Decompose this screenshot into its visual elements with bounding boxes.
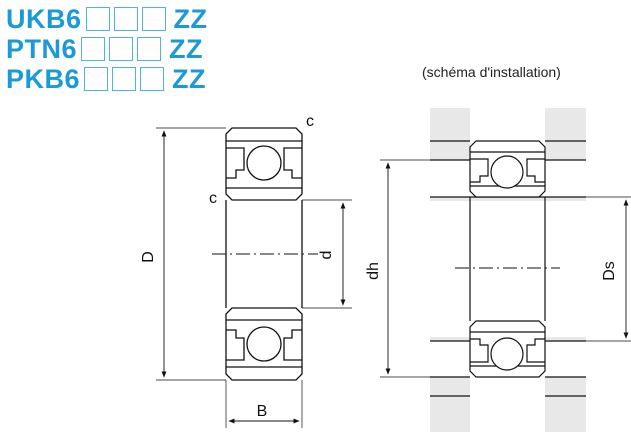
title-prefix-ukb: UKB6 xyxy=(6,4,82,34)
dimension-Ds xyxy=(586,196,631,342)
placeholder-box xyxy=(109,37,134,61)
dimension-d xyxy=(302,199,352,309)
placeholder-box xyxy=(81,37,106,61)
label-Ds: Ds xyxy=(601,261,618,281)
title-prefix-pkb: PKB6 xyxy=(6,64,81,94)
placeholder-boxes xyxy=(79,37,165,61)
shaft-region xyxy=(430,201,586,337)
placeholder-box xyxy=(112,67,137,91)
upper-ball xyxy=(246,145,282,181)
title-line-ptn: PTN6 ZZ xyxy=(6,34,208,64)
upper-shield-right xyxy=(283,147,302,179)
placeholder-box xyxy=(141,7,166,31)
upper-shield-left xyxy=(226,147,245,179)
housing-block-bottom-right xyxy=(545,377,586,432)
part-number-titles: UKB6 ZZ PTN6 ZZ PKB6 ZZ xyxy=(6,4,208,94)
title-line-ukb: UKB6 ZZ xyxy=(6,4,208,34)
housing-block-top-left xyxy=(430,108,470,160)
placeholder-box xyxy=(84,67,109,91)
dimension-D xyxy=(156,127,226,381)
housing-block-top-right xyxy=(545,108,586,160)
dimension-dh xyxy=(380,159,430,378)
bearing-section-left xyxy=(225,127,303,381)
placeholder-box xyxy=(113,7,138,31)
lower-shield-right xyxy=(283,329,302,361)
label-B: B xyxy=(257,403,268,420)
title-suffix: ZZ xyxy=(172,64,207,94)
lower-shield-left xyxy=(226,329,245,361)
placeholder-box xyxy=(85,7,110,31)
housing-block-bottom-left xyxy=(430,377,470,432)
title-suffix: ZZ xyxy=(169,34,204,64)
shaft-band-top xyxy=(430,197,586,201)
install-lower-ball xyxy=(490,337,524,371)
lower-ball xyxy=(246,326,282,362)
label-d: d xyxy=(318,251,335,260)
placeholder-boxes xyxy=(84,7,170,31)
placeholder-box xyxy=(137,37,162,61)
label-D: D xyxy=(140,251,157,263)
label-chamfer-top: c xyxy=(306,113,314,130)
dimension-B xyxy=(225,380,303,428)
installation-note: (schéma d'installation) xyxy=(422,64,561,80)
placeholder-box xyxy=(140,67,165,91)
install-upper-ball xyxy=(490,155,524,189)
installation-diagram: dh Ds xyxy=(365,108,631,432)
label-chamfer-left: c xyxy=(209,190,217,207)
title-suffix: ZZ xyxy=(173,4,208,34)
label-dh: dh xyxy=(365,262,382,280)
placeholder-boxes xyxy=(82,67,168,91)
title-prefix-ptn: PTN6 xyxy=(6,34,78,64)
title-line-pkb: PKB6 ZZ xyxy=(6,64,208,94)
